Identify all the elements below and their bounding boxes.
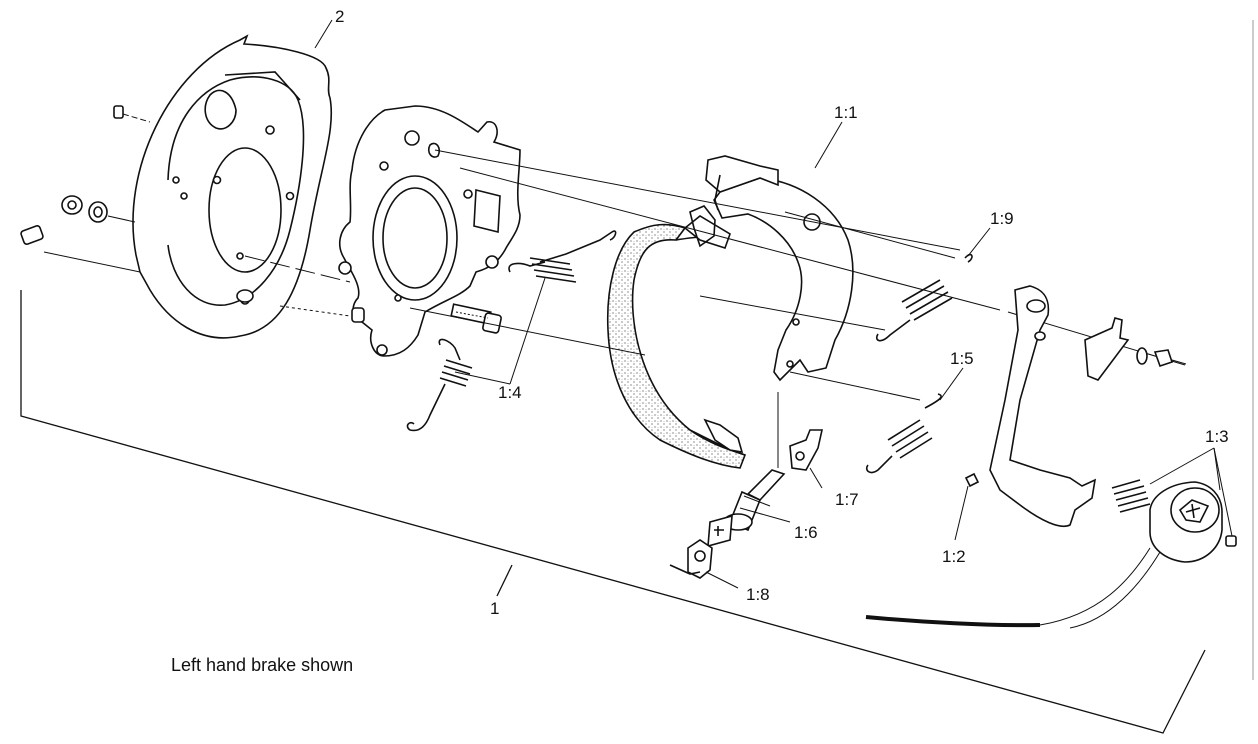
magnet-wire [865, 547, 1161, 629]
magnet-arm [989, 285, 1097, 527]
label-1-1: 1:1 [834, 103, 858, 122]
label-1-7: 1:7 [835, 490, 859, 509]
label-1-9: 1:9 [990, 209, 1014, 228]
label-1-6: 1:6 [794, 523, 818, 542]
label-1-8: 1:8 [746, 585, 770, 604]
label-1: 1 [490, 599, 499, 618]
anchor-bolt [450, 303, 502, 334]
brake-shoe-lining [606, 215, 747, 469]
left-hardware [20, 105, 151, 273]
label-1-4: 1:4 [498, 383, 522, 402]
diagram-labels: 2 1:1 1:9 1:5 1:3 1:4 1:7 1:6 1:2 1:8 1 [335, 7, 1229, 618]
cam-bracket [1084, 317, 1187, 381]
shoe-springs [406, 230, 617, 432]
retractor-spring [865, 393, 942, 474]
assembly-bracket [20, 290, 1206, 734]
adjuster-retainer [789, 429, 823, 471]
brake-shoe [689, 155, 854, 382]
adjuster-screw [707, 469, 786, 548]
label-2: 2 [335, 7, 344, 26]
adjuster-lock [669, 539, 713, 579]
dust-shield [132, 34, 333, 339]
label-1-5: 1:5 [950, 349, 974, 368]
adjuster-clip [964, 472, 980, 488]
label-1-2: 1:2 [942, 547, 966, 566]
backing-plate [338, 105, 521, 357]
magnet [1111, 479, 1237, 563]
label-1-3: 1:3 [1205, 427, 1229, 446]
leader-lines [314, 19, 1233, 589]
hold-spring [875, 253, 973, 342]
diagram-caption: Left hand brake shown [171, 655, 354, 675]
